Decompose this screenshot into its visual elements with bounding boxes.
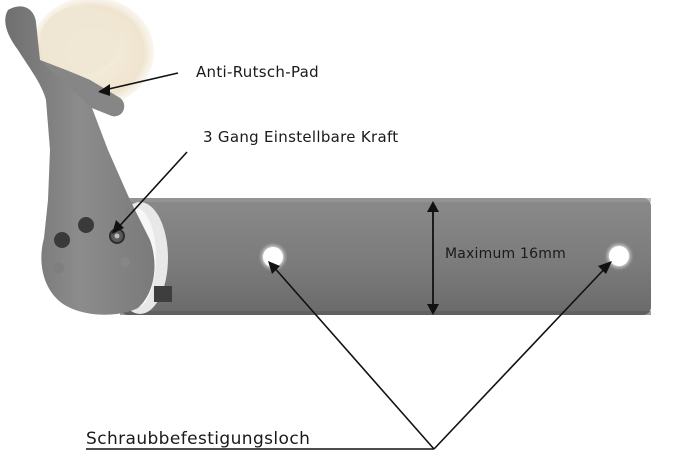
max-thickness-label: Maximum 16mm	[445, 246, 566, 262]
screw-hole-label: Schraubbefestigungsloch	[86, 429, 311, 449]
arrowheads	[98, 84, 612, 315]
pad-arrow-icon	[98, 84, 110, 96]
adjustable-force-label: 3 Gang Einstellbare Kraft	[203, 128, 399, 146]
force-leader	[113, 151, 188, 233]
label-badge	[154, 286, 172, 302]
leader-lines	[86, 72, 611, 450]
anti-slip-pad-label: Anti-Rutsch-Pad	[196, 63, 319, 81]
holes-leader-right	[433, 262, 611, 450]
mounting-bar	[120, 198, 651, 315]
dimension-bottom-arrow-icon	[427, 304, 439, 315]
hole-left-arrow-icon	[268, 261, 280, 274]
screw-hole-left	[258, 242, 288, 272]
dimension-top-arrow-icon	[427, 201, 439, 212]
force-arrow-icon	[112, 220, 124, 234]
hole-right-arrow-icon	[598, 261, 612, 274]
screw-hole-right	[604, 241, 634, 271]
holes-leader-left	[271, 264, 435, 450]
pad-leader	[99, 72, 179, 92]
